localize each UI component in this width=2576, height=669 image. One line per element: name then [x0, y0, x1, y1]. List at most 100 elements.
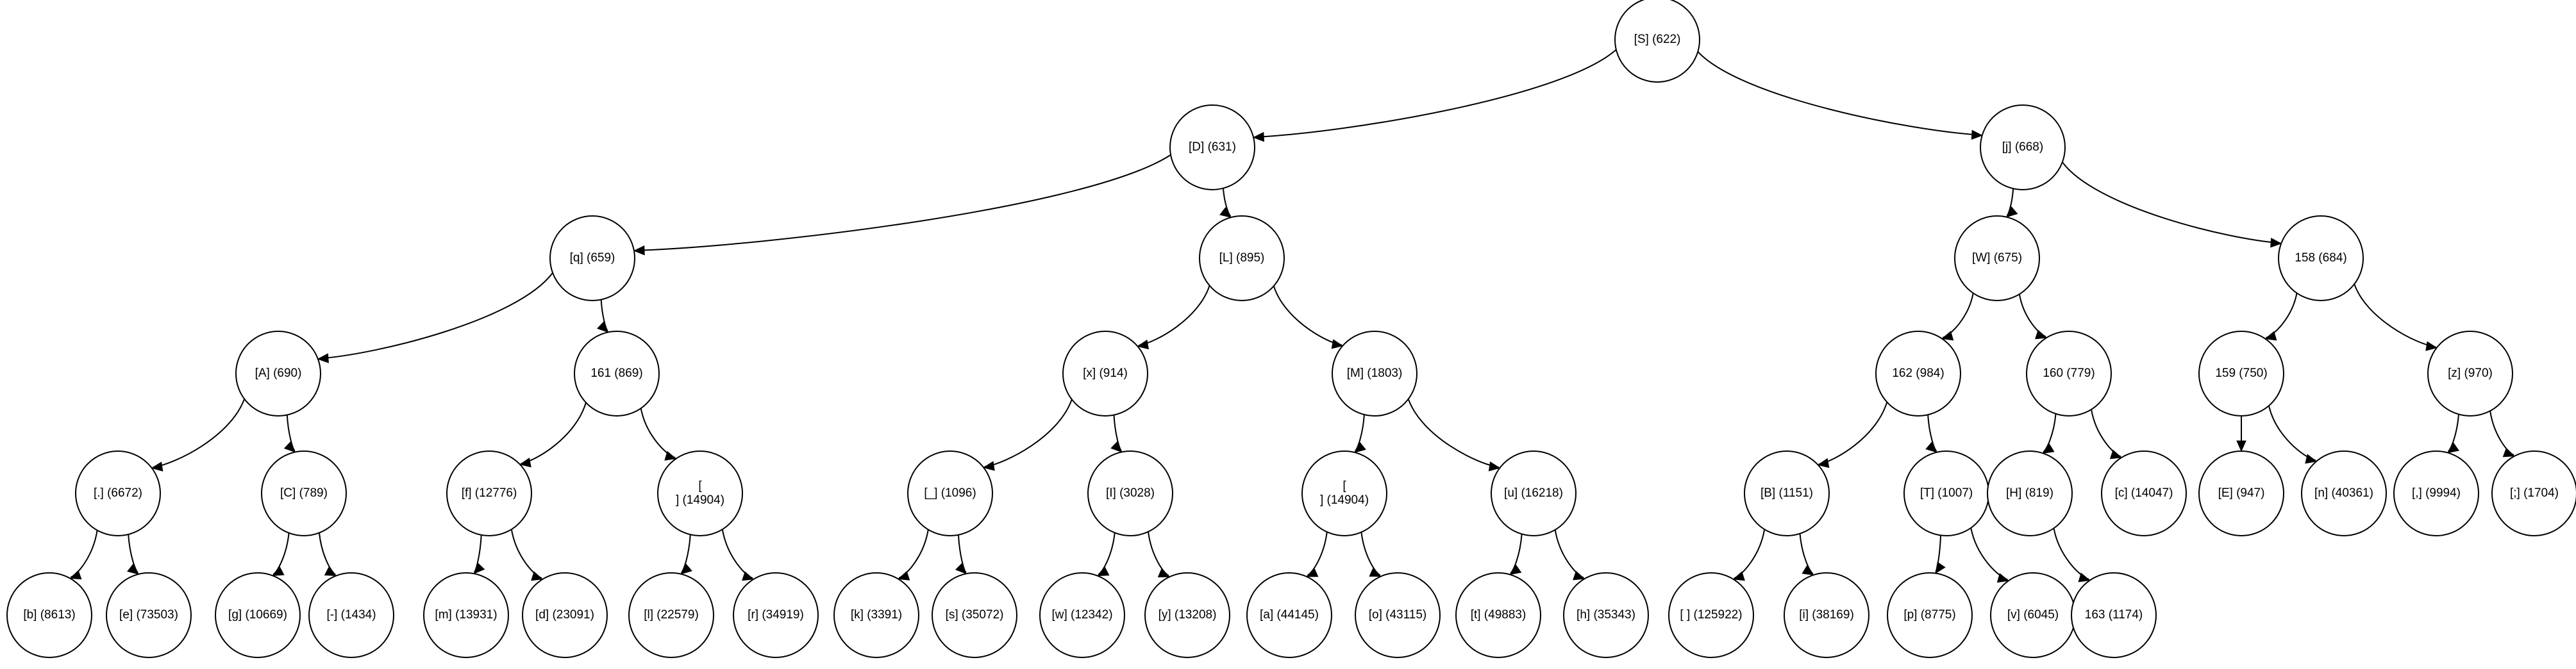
node-circle	[1455, 572, 1541, 658]
edge-line	[2266, 293, 2298, 338]
arrowhead-icon	[1935, 561, 1946, 574]
edge-line	[1819, 402, 1888, 465]
edge-n162-T	[1925, 415, 1937, 453]
node-label: [u] (16218)	[1504, 486, 1563, 500]
edge-nl1-r	[721, 529, 755, 581]
edge-line	[2091, 409, 2121, 458]
edge-line	[1734, 529, 1766, 579]
arrowhead-icon	[2078, 572, 2091, 582]
edge-line	[640, 408, 676, 459]
node-circle	[549, 215, 635, 301]
node-circle	[1301, 450, 1387, 536]
arrowhead-icon	[1941, 331, 1954, 341]
edge-C-g	[272, 533, 290, 576]
node-circle	[423, 572, 509, 658]
node-label: [.] (6672)	[94, 486, 142, 500]
tree-node-M: [M] (1803)	[1332, 331, 1418, 417]
tree-node-L: [L] (895)	[1199, 215, 1285, 301]
node-circle	[1614, 0, 1700, 83]
arrowhead-icon	[2264, 331, 2277, 341]
arrowhead-icon	[531, 571, 544, 581]
node-label: [o] (43115)	[1369, 608, 1426, 622]
tree-node-nl1: [] (14904)	[657, 450, 743, 536]
node-circle	[1246, 572, 1332, 658]
node-label: [s] (35072)	[946, 608, 1004, 622]
tree-node-space: [ ] (125922)	[1668, 572, 1754, 658]
node-circle	[2198, 450, 2284, 536]
arrowhead-icon	[1157, 568, 1171, 577]
node-label: [;] (1704)	[2510, 486, 2559, 500]
node-label: [k] (3391)	[851, 608, 902, 622]
node-label: [	[698, 479, 702, 493]
edge-j-n158	[2062, 161, 2282, 248]
node-circle	[2427, 331, 2513, 417]
arrowhead-icon	[597, 321, 609, 333]
tree-node-w: [w] (12342)	[1039, 572, 1125, 658]
tree-node-n160: 160 (779)	[2026, 331, 2112, 417]
nodes-layer: [S] (622)[D] (631)[j] (668)[q] (659)[L] …	[6, 0, 2576, 658]
node-circle	[932, 572, 1017, 658]
node-label: [C] (789)	[280, 486, 328, 500]
node-label: [l] (22579)	[644, 608, 699, 622]
arrowhead-icon	[2305, 454, 2318, 464]
node-label: [g] (10669)	[228, 608, 287, 622]
node-circle	[1169, 104, 1255, 190]
node-circle	[1199, 215, 1285, 301]
tree-node-u: [u] (16218)	[1491, 450, 1577, 536]
edge-us-k	[897, 529, 929, 581]
tree-node-n162: 162 (984)	[1875, 331, 1961, 417]
tree-node-q: [q] (659)	[549, 215, 635, 301]
edge-n159-E	[2236, 416, 2246, 452]
node-circle	[733, 572, 819, 658]
tree-node-T: [T] (1007)	[1903, 450, 1989, 536]
tree-node-comma: [,] (9994)	[2393, 450, 2479, 536]
node-label: [d] (23091)	[535, 608, 594, 622]
edge-I-y	[1148, 531, 1171, 577]
tree-node-B: [B] (1151)	[1744, 450, 1830, 536]
arrowhead-icon	[982, 461, 995, 471]
arrowhead-icon	[1996, 573, 2009, 583]
node-label: [y] (13208)	[1158, 608, 1217, 622]
edge-W-n160	[2018, 293, 2048, 340]
tree-node-A: [A] (690)	[235, 331, 321, 417]
node-label: [D] (631)	[1189, 140, 1236, 154]
edge-q-n161	[597, 299, 609, 333]
node-label: [_] (1096)	[924, 486, 976, 500]
arrowhead-icon	[2042, 443, 2055, 454]
edge-W-n162	[1941, 293, 1974, 341]
edge-z-semi	[2489, 411, 2516, 458]
node-circle	[1980, 104, 2066, 190]
edge-line	[1307, 532, 1328, 576]
node-label: [H] (819)	[2006, 486, 2053, 500]
edge-line	[1970, 527, 2008, 581]
arrowhead-icon	[1925, 442, 1937, 453]
arrowhead-icon	[324, 566, 337, 577]
node-circle	[2101, 450, 2187, 536]
node-label: [W] (675)	[1972, 251, 2022, 265]
node-circle	[1563, 572, 1649, 658]
edge-z-comma	[2446, 414, 2459, 454]
tree-node-d: [d] (23091)	[522, 572, 608, 658]
edge-dot-e	[127, 534, 139, 575]
edge-n160-H	[2042, 413, 2057, 454]
tree-node-n163: 163 (1174)	[2071, 572, 2157, 658]
node-circle	[75, 450, 161, 536]
node-circle	[628, 572, 714, 658]
node-label: [L] (895)	[1219, 251, 1265, 265]
node-circle	[1144, 572, 1230, 658]
node-circle	[833, 572, 919, 658]
edge-nl2-a	[1306, 532, 1328, 577]
tree-node-a: [a] (44145)	[1246, 572, 1332, 658]
node-circle	[1954, 215, 2040, 301]
edge-n158-n159	[2264, 293, 2298, 341]
arrowhead-icon	[1573, 570, 1585, 581]
tree-node-p: [p] (8775)	[1887, 572, 1973, 658]
edge-n160-c	[2091, 409, 2123, 459]
edge-T-p	[1935, 535, 1946, 574]
node-circle	[1355, 572, 1441, 658]
arrowhead-icon	[742, 571, 755, 581]
node-label: [t] (49883)	[1471, 608, 1526, 622]
node-circle	[522, 572, 608, 658]
node-circle	[2393, 450, 2479, 536]
edge-line	[521, 402, 587, 465]
